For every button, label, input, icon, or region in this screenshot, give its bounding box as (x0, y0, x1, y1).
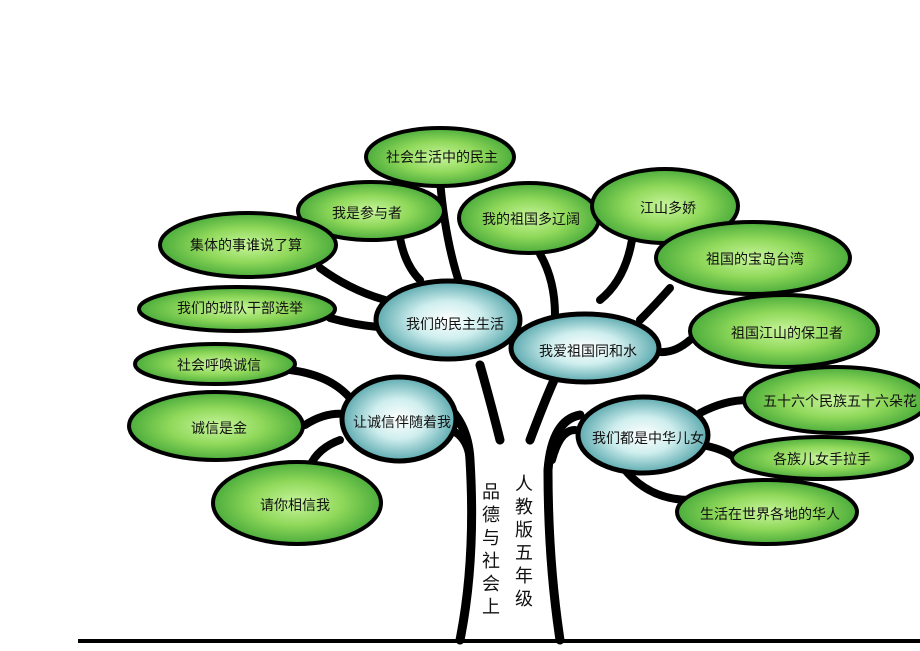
trunk-char: 版 (515, 520, 533, 541)
leaf-56-ethnic[interactable]: 五十六个民族五十六朵花 (742, 365, 920, 435)
trunk-branch-left (475, 360, 505, 445)
leaf-call-honesty-label: 社会呼唤诚信 (177, 357, 261, 374)
leaf-collective-label: 集体的事谁说了算 (190, 237, 302, 254)
hub-democracy[interactable]: 我们的民主生活 (373, 278, 523, 362)
trunk (435, 360, 585, 645)
leaf-trust-me-label: 请你相信我 (260, 498, 330, 514)
hub-chinese[interactable]: 我们都是中华儿女 (575, 394, 711, 476)
leaf-hand-in-hand-label: 各族儿女手拉手 (773, 451, 871, 468)
leaf-defender-label: 祖国江山的保卫者 (731, 326, 843, 342)
trunk-char: 品 (482, 482, 500, 503)
leaf-social-democracy-label: 社会生活中的民主 (386, 150, 498, 166)
hub-motherland[interactable]: 我爱祖国同和水 (508, 311, 662, 385)
leaf-overseas[interactable]: 生活在世界各地的华人 (675, 478, 859, 546)
leaf-trust-me[interactable]: 请你相信我 (211, 460, 383, 546)
leaf-participant[interactable]: 我是参与者 (296, 180, 446, 242)
hub-honesty-label: 让诚信伴随着我 (353, 415, 451, 431)
leaf-56-ethnic-label: 五十六个民族五十六朵花 (763, 394, 917, 410)
trunk-branch-right (525, 373, 560, 445)
trunk-char: 会 (482, 574, 500, 595)
leaf-vast-land-label: 我的祖国多辽阔 (482, 211, 580, 228)
leaf-social-democracy[interactable]: 社会生活中的民主 (364, 126, 516, 188)
leaf-honesty-gold[interactable]: 诚信是金 (127, 390, 305, 462)
hub-motherland-label: 我爱祖国同和水 (539, 344, 637, 360)
trunk-char: 与 (482, 528, 500, 549)
leaf-jiangshan[interactable]: 江山多娇 (590, 167, 740, 245)
leaf-overseas-label: 生活在世界各地的华人 (700, 507, 840, 523)
leaf-honesty-gold-label: 诚信是金 (191, 421, 247, 437)
trunk-char: 教 (515, 497, 533, 518)
leaf-class-election-label: 我们的班队干部选举 (177, 301, 303, 317)
leaf-jiangshan-label: 江山多娇 (640, 200, 696, 217)
trunk-char: 上 (482, 597, 500, 618)
trunk-label-subject: 品德与社会上 (482, 482, 500, 618)
trunk-char: 级 (515, 589, 533, 610)
trunk-char: 德 (482, 505, 500, 526)
hub-chinese-label: 我们都是中华儿女 (592, 430, 704, 447)
trunk-char: 五 (515, 543, 533, 564)
leaf-taiwan[interactable]: 祖国的宝岛台湾 (654, 220, 852, 296)
leaf-call-honesty[interactable]: 社会呼唤诚信 (133, 342, 297, 386)
trunk-right-edge (543, 410, 585, 645)
leaf-class-election[interactable]: 我们的班队干部选举 (137, 285, 337, 333)
leaf-defender[interactable]: 祖国江山的保卫者 (688, 293, 880, 369)
trunk-char: 人 (515, 474, 533, 495)
trunk-char: 社 (482, 551, 500, 572)
leaf-participant-label: 我是参与者 (332, 205, 402, 222)
trunk-char: 年 (515, 566, 533, 587)
trunk-label-edition: 人教版五年级 (515, 474, 533, 610)
leaf-hand-in-hand[interactable]: 各族儿女手拉手 (730, 435, 914, 481)
hub-democracy-label: 我们的民主生活 (406, 317, 504, 333)
hub-honesty[interactable]: 让诚信伴随着我 (339, 374, 459, 464)
leaf-collective[interactable]: 集体的事谁说了算 (158, 211, 338, 279)
branch-social-democracy (436, 176, 464, 289)
leaf-vast-land[interactable]: 我的祖国多辽阔 (457, 181, 601, 255)
leaf-taiwan-label: 祖国的宝岛台湾 (706, 251, 804, 268)
